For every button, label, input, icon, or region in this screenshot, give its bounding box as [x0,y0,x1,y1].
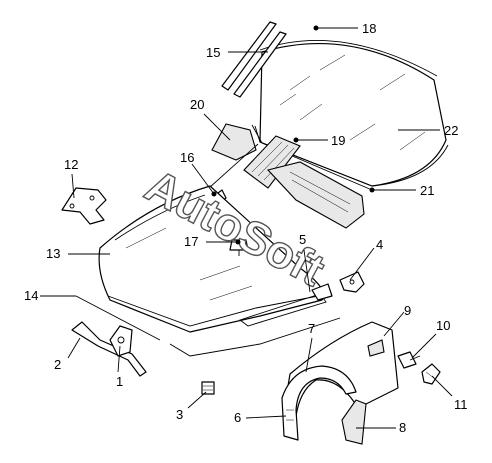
bushing [201,381,215,395]
label-11: 11 [454,397,468,412]
windshield-lower-seal [251,124,373,191]
label-6: 6 [234,410,241,425]
windshield [254,43,449,187]
label-16: 16 [180,150,194,165]
label-7: 7 [308,321,315,336]
label-13: 13 [46,246,60,261]
hood-release-cable [169,317,341,357]
hood-lock [109,325,133,357]
label-3: 3 [176,407,183,422]
label-21: 21 [420,183,434,198]
hood-front-seal [75,295,161,341]
label-20: 20 [190,97,204,112]
front-fender [283,321,399,417]
cowl-grille [243,135,301,189]
label-18: 18 [362,21,376,36]
leader-lines [40,25,453,429]
cowl-side-panel [211,123,257,161]
label-4: 4 [376,237,383,252]
hood-bumper [229,239,249,256]
label-8: 8 [399,420,406,435]
label-19: 19 [331,133,345,148]
windshield-upper-seal [259,40,438,77]
hood-release-handle [71,321,147,377]
splash-panel [341,399,367,445]
label-15: 15 [206,45,220,60]
label-2: 2 [54,357,61,372]
label-14: 14 [24,288,38,303]
label-17: 17 [184,234,198,249]
label-9: 9 [404,303,411,318]
pillar-trim-strip [221,21,287,98]
hood-seal [239,293,327,327]
label-12: 12 [64,157,78,172]
label-1: 1 [116,374,123,389]
hood-hinge [61,187,107,225]
label-5: 5 [299,232,306,247]
label-22: 22 [444,123,458,138]
callout-labels: 1 2 3 4 5 6 7 8 9 10 11 12 13 14 15 16 1… [24,21,468,435]
wheel-arch-liner [281,365,357,441]
bolt [397,351,421,369]
hood [98,185,325,333]
cowl-panel [266,161,365,229]
label-10: 10 [436,318,450,333]
